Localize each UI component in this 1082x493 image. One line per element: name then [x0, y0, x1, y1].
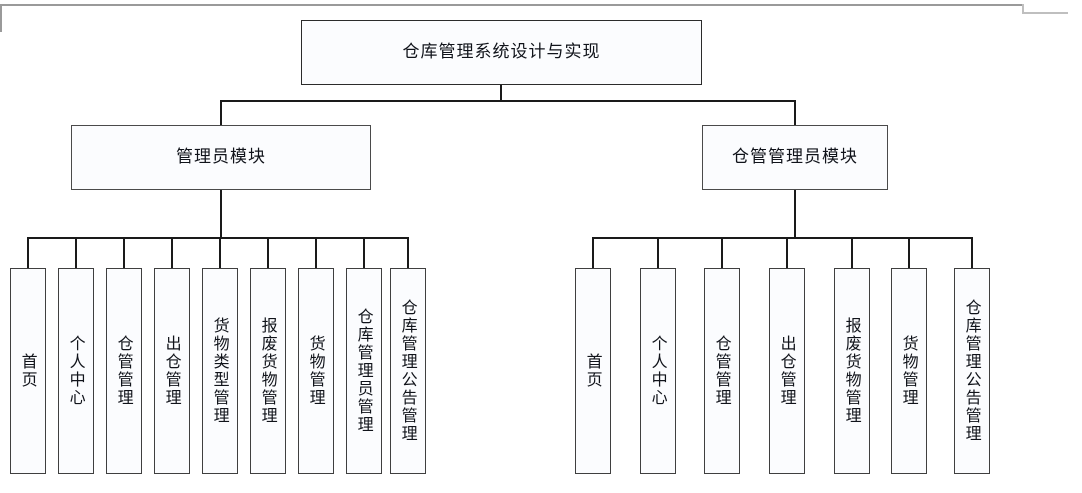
module-node-1-label: 仓管管理员模块 — [732, 147, 858, 168]
connector-module-1-leaf-bus — [592, 237, 973, 239]
connector-module-0-stem — [220, 190, 222, 238]
page-frame-left-line — [0, 4, 2, 32]
connector-root-stem — [500, 85, 502, 102]
leaf-node-0-3-label: 出仓管理 — [162, 335, 182, 407]
connector-leaf-drop-0-6 — [315, 237, 317, 268]
leaf-node-1-0-label: 首页 — [583, 353, 603, 389]
leaf-node-0-2[interactable]: 仓管管理 — [106, 268, 142, 474]
connector-leaf-drop-0-5 — [267, 237, 269, 268]
leaf-node-1-4-label: 报废货物管理 — [842, 317, 862, 425]
leaf-node-1-4[interactable]: 报废货物管理 — [834, 268, 870, 474]
leaf-node-1-0[interactable]: 首页 — [575, 268, 611, 474]
leaf-node-0-6-label: 货物管理 — [306, 335, 326, 407]
connector-module-0-leaf-bus — [27, 237, 409, 239]
connector-leaf-drop-1-4 — [851, 237, 853, 268]
leaf-node-1-2[interactable]: 仓管管理 — [704, 268, 740, 474]
connector-module-1-stem — [794, 190, 796, 238]
leaf-node-0-7-label: 仓库管理员管理 — [354, 308, 374, 434]
root-node-label: 仓库管理系统设计与实现 — [402, 42, 601, 63]
leaf-node-0-7[interactable]: 仓库管理员管理 — [346, 268, 382, 474]
connector-leaf-drop-1-3 — [786, 237, 788, 268]
leaf-node-1-1[interactable]: 个人中心 — [640, 268, 676, 474]
leaf-node-0-8-label: 仓库管理公告管理 — [398, 299, 418, 443]
leaf-node-0-2-label: 仓管管理 — [114, 335, 134, 407]
connector-level1-bus — [220, 100, 796, 102]
connector-leaf-drop-1-2 — [721, 237, 723, 268]
leaf-node-0-3[interactable]: 出仓管理 — [154, 268, 190, 474]
leaf-node-0-1[interactable]: 个人中心 — [58, 268, 94, 474]
connector-leaf-drop-0-7 — [363, 237, 365, 268]
leaf-node-0-5-label: 报废货物管理 — [258, 317, 278, 425]
leaf-node-0-6[interactable]: 货物管理 — [298, 268, 334, 474]
leaf-node-0-4[interactable]: 货物类型管理 — [202, 268, 238, 474]
leaf-node-1-3[interactable]: 出仓管理 — [769, 268, 805, 474]
connector-leaf-drop-1-6 — [971, 237, 973, 268]
leaf-node-0-8[interactable]: 仓库管理公告管理 — [390, 268, 426, 474]
leaf-node-1-5[interactable]: 货物管理 — [891, 268, 927, 474]
leaf-node-1-6[interactable]: 仓库管理公告管理 — [954, 268, 990, 474]
module-node-0-label: 管理员模块 — [176, 147, 266, 168]
leaf-node-0-1-label: 个人中心 — [66, 335, 86, 407]
connector-leaf-drop-1-1 — [657, 237, 659, 268]
page-frame-top-line — [0, 4, 1024, 6]
leaf-node-1-1-label: 个人中心 — [648, 335, 668, 407]
connector-module-0-drop — [220, 100, 222, 125]
connector-module-1-drop — [794, 100, 796, 125]
connector-leaf-drop-0-2 — [123, 237, 125, 268]
connector-leaf-drop-0-4 — [219, 237, 221, 268]
leaf-node-0-5[interactable]: 报废货物管理 — [250, 268, 286, 474]
connector-leaf-drop-0-0 — [27, 237, 29, 268]
leaf-node-1-6-label: 仓库管理公告管理 — [962, 299, 982, 443]
connector-leaf-drop-0-1 — [75, 237, 77, 268]
leaf-node-0-4-label: 货物类型管理 — [210, 317, 230, 425]
leaf-node-1-3-label: 出仓管理 — [777, 335, 797, 407]
connector-leaf-drop-0-8 — [407, 237, 409, 268]
root-node[interactable]: 仓库管理系统设计与实现 — [301, 20, 702, 85]
leaf-node-1-5-label: 货物管理 — [899, 335, 919, 407]
leaf-node-0-0-label: 首页 — [18, 353, 38, 389]
connector-leaf-drop-1-0 — [592, 237, 594, 268]
connector-leaf-drop-0-3 — [171, 237, 173, 268]
page-frame-top-right-line — [1022, 12, 1068, 14]
page-frame-step-line — [1022, 4, 1024, 14]
module-node-1[interactable]: 仓管管理员模块 — [702, 125, 888, 190]
module-node-0[interactable]: 管理员模块 — [71, 125, 371, 190]
connector-leaf-drop-1-5 — [908, 237, 910, 268]
leaf-node-0-0[interactable]: 首页 — [10, 268, 46, 474]
leaf-node-1-2-label: 仓管管理 — [712, 335, 732, 407]
